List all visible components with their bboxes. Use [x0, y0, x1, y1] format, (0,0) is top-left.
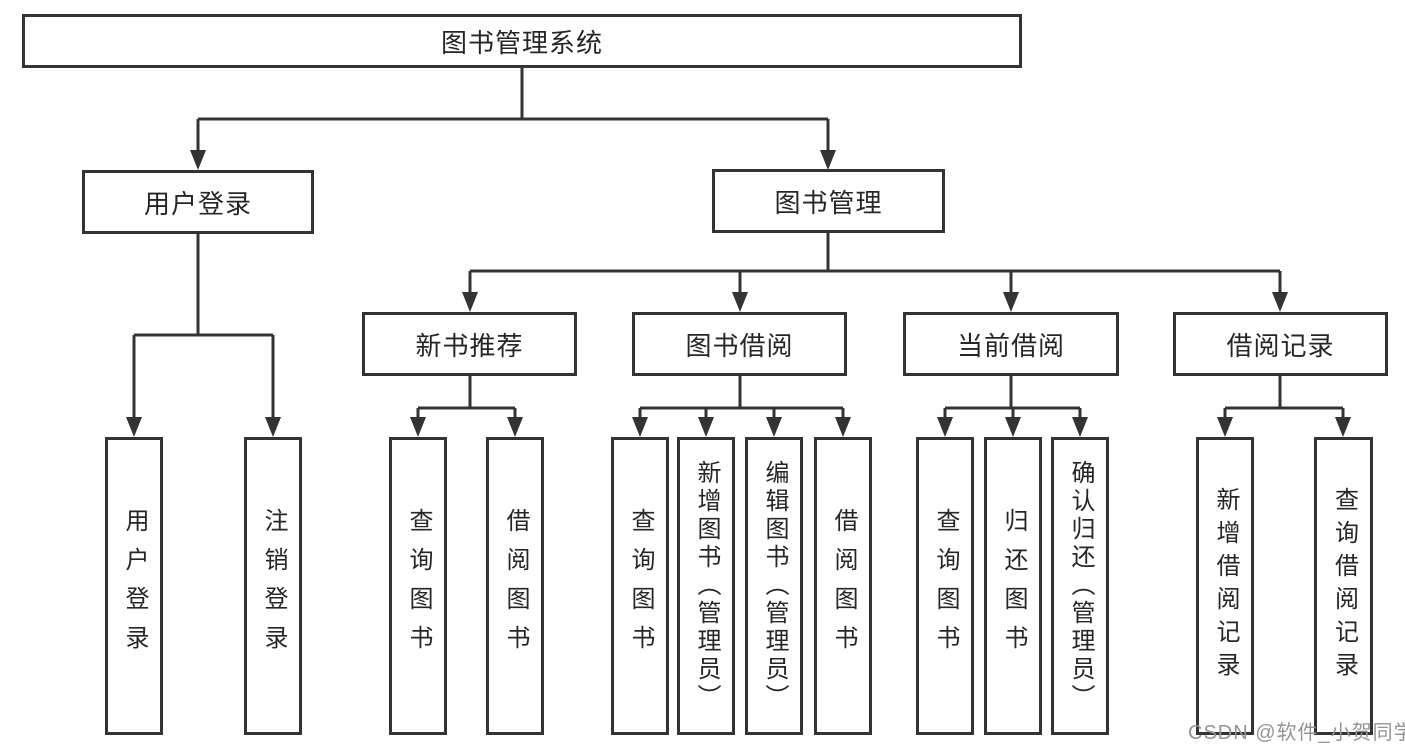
leaf-query-borrow-record-label: 查询借阅记录 [1330, 487, 1358, 685]
node-root-system: 图书管理系统 [22, 14, 1022, 68]
leaf-query-books-recommend-label: 查询图书 [405, 508, 432, 664]
node-book-borrow: 图书借阅 [632, 312, 847, 376]
node-user-login-label: 用户登录 [143, 188, 252, 219]
arrow-g3-4 [835, 417, 851, 437]
arrow-g4-2 [1005, 417, 1021, 437]
arrow-g5-1 [1217, 417, 1233, 437]
arrow-borrowrecords [1272, 292, 1288, 312]
leaf-query-books-borrow-label: 查询图书 [627, 508, 654, 664]
arrow-user-login [190, 150, 206, 170]
leaf-confirm-return-admin-label: 确认归还（管理员） [1067, 460, 1094, 712]
leaf-user-login: 用户登录 [105, 437, 163, 735]
leaf-query-books-current: 查询图书 [916, 437, 974, 735]
node-current-borrow: 当前借阅 [903, 312, 1119, 376]
leaf-borrow-books: 借阅图书 [814, 437, 872, 735]
leaf-logout: 注销登录 [244, 437, 302, 735]
node-book-management: 图书管理 [712, 169, 945, 233]
arrow-g3-1 [632, 417, 648, 437]
node-borrow-records: 借阅记录 [1173, 312, 1388, 376]
node-book-borrow-label: 图书借阅 [685, 330, 794, 361]
leaf-borrow-books-recommend-label: 借阅图书 [502, 508, 529, 664]
arrow-g5-2 [1335, 417, 1351, 437]
arrow-g3-2 [698, 417, 714, 437]
leaf-return-books-label: 归还图书 [1000, 508, 1027, 664]
csdn-watermark: CSDN @软件_小贺同学 [1188, 716, 1405, 745]
leaf-return-books: 归还图书 [984, 437, 1042, 735]
arrow-currentborrow [1003, 292, 1019, 312]
node-root-label: 图书管理系统 [440, 27, 603, 58]
node-book-management-label: 图书管理 [774, 187, 883, 218]
node-new-book-recommend: 新书推荐 [362, 312, 577, 376]
csdn-watermark-text: CSDN @软件_小贺同学 [1188, 722, 1405, 744]
leaf-add-books-admin: 新增图书（管理员） [677, 437, 735, 735]
arrow-g3-3 [766, 417, 782, 437]
leaf-borrow-books-recommend: 借阅图书 [486, 437, 544, 735]
arrow-bookborrow [732, 292, 748, 312]
leaf-user-login-label: 用户登录 [121, 508, 148, 664]
arrowheads [126, 150, 1351, 437]
arrow-g2-1 [410, 417, 426, 437]
leaf-query-borrow-record: 查询借阅记录 [1314, 437, 1373, 735]
leaf-add-books-admin-label: 新增图书（管理员） [693, 460, 720, 712]
arrow-book-mgmt [820, 150, 836, 170]
node-user-login: 用户登录 [82, 170, 314, 234]
leaf-edit-books-admin-label: 编辑图书（管理员） [761, 460, 788, 712]
leaf-confirm-return-admin: 确认归还（管理员） [1051, 437, 1109, 735]
leaf-edit-books-admin: 编辑图书（管理员） [745, 437, 803, 735]
leaf-add-borrow-record-label: 新增借阅记录 [1212, 487, 1239, 685]
leaf-query-books-current-label: 查询图书 [932, 508, 959, 664]
leaf-query-books-borrow: 查询图书 [611, 437, 669, 735]
leaf-logout-label: 注销登录 [260, 508, 287, 664]
arrow-newbook [462, 292, 478, 312]
arrow-g2-2 [507, 417, 523, 437]
node-new-book-recommend-label: 新书推荐 [415, 330, 524, 361]
arrow-g4-3 [1072, 417, 1088, 437]
arrow-leaf-login [126, 417, 142, 437]
leaf-query-books-recommend: 查询图书 [389, 437, 447, 735]
node-borrow-records-label: 借阅记录 [1226, 330, 1335, 361]
leaf-add-borrow-record: 新增借阅记录 [1196, 437, 1254, 735]
node-current-borrow-label: 当前借阅 [956, 330, 1065, 361]
leaf-borrow-books-label: 借阅图书 [830, 508, 857, 664]
arrow-leaf-logout [265, 417, 281, 437]
arrow-g4-1 [937, 417, 953, 437]
